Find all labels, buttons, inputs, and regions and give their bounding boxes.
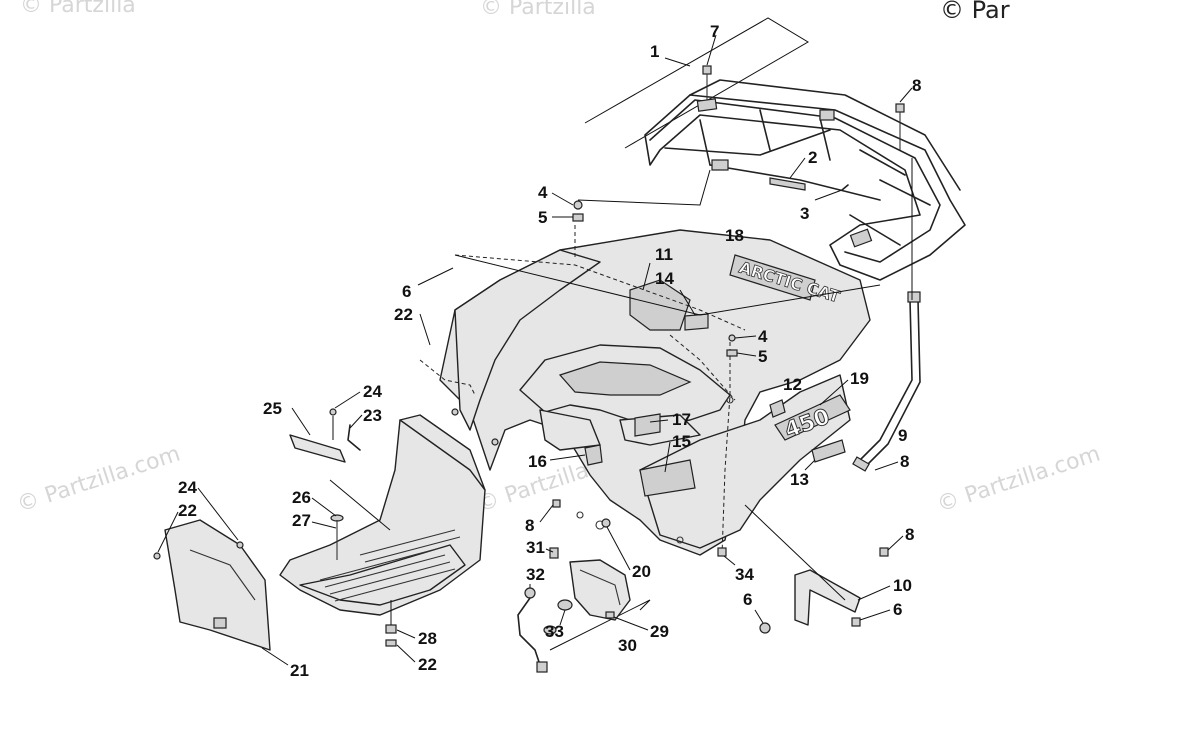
callout-8-bottom: 8	[905, 525, 914, 544]
callout-29: 29	[650, 622, 669, 641]
callout-28: 28	[418, 629, 437, 648]
floor-treads	[319, 529, 461, 602]
fastener-28-22	[385, 600, 397, 647]
dashed-guides	[419, 225, 746, 556]
callout-31: 31	[526, 538, 545, 557]
callout-1: 1	[650, 42, 659, 61]
fastener-34	[717, 547, 727, 557]
callout-3: 3	[800, 204, 809, 223]
nut-20	[601, 518, 611, 528]
callout-6-bottom: 6	[743, 590, 752, 609]
callout-25: 25	[263, 399, 282, 418]
callout-32: 32	[526, 565, 545, 584]
rack-bolts	[702, 34, 913, 150]
callout-4-top: 4	[538, 183, 548, 202]
callout-24-upper: 24	[363, 382, 382, 401]
rear-brace	[852, 158, 921, 472]
watermark-top-right: © Par	[940, 0, 1010, 24]
callout-20: 20	[632, 562, 651, 581]
callout-12: 12	[783, 375, 802, 394]
callout-17: 17	[672, 410, 691, 429]
callout-26: 26	[292, 488, 311, 507]
callout-24-left: 24	[178, 478, 197, 497]
callout-11: 11	[655, 245, 673, 264]
watermark-mid-right: © Partzilla.com	[934, 441, 1103, 517]
callout-6-right: 6	[893, 600, 902, 619]
watermark-top-left: © Partzilla	[20, 0, 136, 18]
callout-5-top: 5	[538, 208, 547, 227]
callouts: 1 7 8 2 3 4 5 18 11 14 6 22 4 5 12 19 9 …	[157, 22, 921, 680]
callout-8-top: 8	[912, 76, 921, 95]
callout-15: 15	[672, 432, 691, 451]
watermark-top-mid: © Partzilla	[480, 0, 596, 20]
callout-13: 13	[790, 470, 809, 489]
callout-14: 14	[655, 269, 674, 288]
callout-8-mid: 8	[525, 516, 534, 535]
callout-19: 19	[850, 369, 869, 388]
left-footwell	[279, 408, 499, 616]
callout-7: 7	[710, 22, 719, 41]
callout-6-top: 6	[402, 282, 411, 301]
callout-27: 27	[292, 511, 311, 530]
callout-34: 34	[735, 565, 754, 584]
callout-18: 18	[725, 226, 744, 245]
callout-8-right: 8	[900, 452, 909, 471]
callout-4-mid: 4	[758, 327, 768, 346]
wire-23	[329, 408, 361, 451]
callout-22-left: 22	[178, 501, 197, 520]
bracket-16	[584, 444, 603, 466]
callout-30: 30	[618, 636, 637, 655]
fasteners-4-5-top	[572, 200, 738, 357]
callout-21: 21	[290, 661, 309, 680]
side-panel-21	[153, 519, 271, 651]
rear-rack	[584, 17, 966, 281]
bracket-10	[744, 504, 889, 634]
callout-33: 33	[545, 622, 564, 641]
taillight-assembly	[517, 547, 651, 673]
callout-22-top: 22	[394, 305, 413, 324]
callout-9: 9	[898, 426, 907, 445]
callout-23: 23	[363, 406, 382, 425]
side-bracket-25	[289, 407, 346, 463]
callout-2: 2	[808, 148, 817, 167]
screw-8-left	[552, 499, 561, 508]
callout-10: 10	[893, 576, 912, 595]
watermark-mid-left: © Partzilla.com	[14, 441, 183, 517]
fastener-26-27	[330, 514, 344, 560]
callout-16: 16	[528, 452, 547, 471]
callout-5-mid: 5	[758, 347, 767, 366]
rear-fender: 450	[439, 229, 871, 556]
callout-22-bottom: 22	[418, 655, 437, 674]
